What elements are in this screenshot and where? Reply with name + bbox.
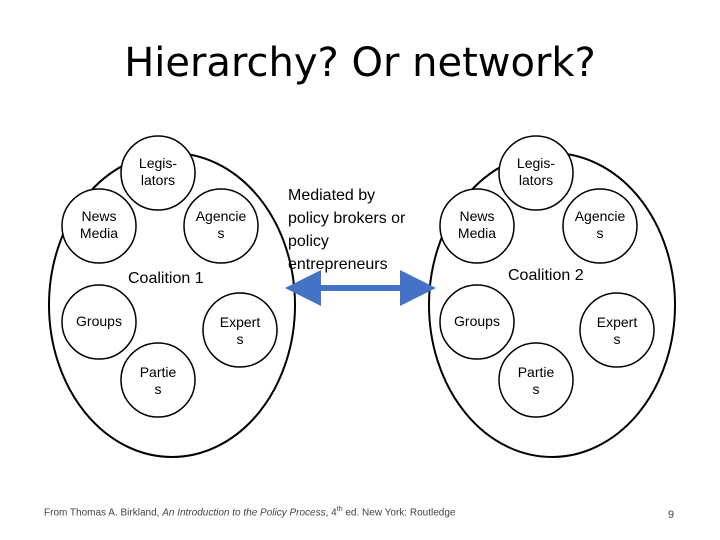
coalition2-label: Coalition 2	[508, 267, 584, 284]
c2-agencies-label: Agencie s	[574, 208, 626, 241]
c1-parties-label: Partie s	[139, 364, 177, 397]
mediator-text: Mediated by policy brokers or policy ent…	[288, 187, 406, 273]
c2-legislators-node	[498, 135, 574, 211]
citation-edition: , 4	[325, 507, 337, 519]
c2-legislators-label: Legis- lators	[516, 155, 556, 188]
source-citation: From Thomas A. Birkland, An Introduction…	[44, 503, 455, 520]
c1-news-media-node	[61, 188, 137, 264]
c1-experts-node	[202, 292, 278, 368]
c2-news-media-node	[439, 188, 515, 264]
c1-groups-label: Groups	[76, 313, 122, 329]
c2-experts-label: Expert s	[596, 314, 638, 347]
c2-agencies-node	[562, 188, 638, 264]
c1-legislators-label: Legis- lators	[138, 155, 178, 188]
c2-groups-label: Groups	[454, 313, 500, 329]
c2-parties-node	[498, 342, 574, 418]
c2-experts-node	[579, 292, 655, 368]
c2-news-media-label: News Media	[457, 208, 497, 241]
c1-parties-node	[120, 342, 196, 418]
c2-groups-node	[439, 284, 515, 360]
c1-groups-node	[61, 284, 137, 360]
c1-legislators-node	[120, 135, 196, 211]
citation-suffix: ed. New York: Routledge	[342, 507, 456, 519]
coalition1-label: Coalition 1	[128, 270, 204, 287]
page-number: 9	[668, 509, 675, 521]
citation-prefix: From Thomas A. Birkland,	[44, 507, 163, 519]
c1-agencies-label: Agencie s	[195, 208, 247, 241]
citation-book-title: An Introduction to the Policy Process	[162, 507, 326, 519]
c1-news-media-label: News Media	[79, 208, 119, 241]
slide-title: Hierarchy? Or network?	[124, 40, 596, 86]
c1-agencies-node	[183, 188, 259, 264]
c1-experts-label: Expert s	[219, 314, 261, 347]
c2-parties-label: Partie s	[517, 364, 555, 397]
citation-edition-sup: th	[336, 506, 343, 513]
